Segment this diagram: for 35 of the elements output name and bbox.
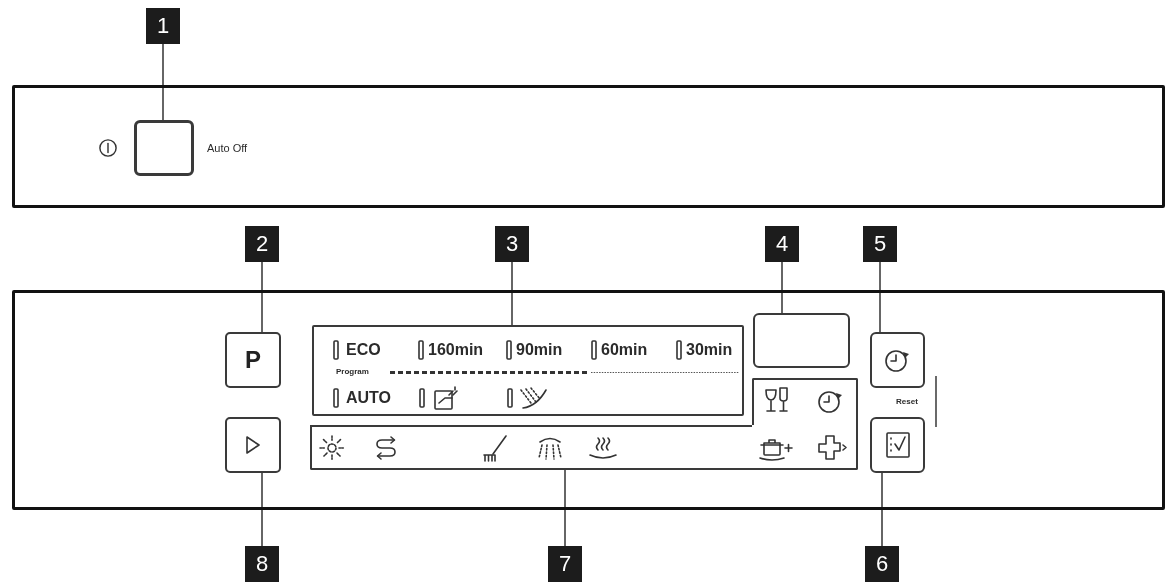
display-screen: [753, 313, 850, 368]
program-name: ECO: [346, 340, 381, 360]
leader-line: [879, 261, 881, 333]
callout-number: 6: [865, 546, 899, 582]
leader-line: [881, 472, 883, 547]
play-button: [225, 417, 281, 473]
indicator-strip: [310, 425, 858, 470]
leader-line: [781, 261, 783, 314]
auto-off-label: Auto Off: [207, 141, 248, 155]
callout-number: 3: [495, 226, 529, 262]
reset-label: Reset: [896, 397, 918, 407]
clock-button: [870, 332, 925, 388]
callout-number: 5: [863, 226, 897, 262]
power-button: [134, 120, 194, 176]
program-name: 90min: [516, 340, 563, 360]
leader-line: [162, 43, 164, 121]
callout-number: 7: [548, 546, 582, 582]
leader-line: [261, 261, 263, 333]
progress-label: Program: [336, 367, 369, 377]
program-button: P: [225, 332, 281, 388]
control-panel: [12, 85, 1165, 208]
callout-number: 8: [245, 546, 279, 582]
callout-number: 4: [765, 226, 799, 262]
program-name: 60min: [601, 340, 648, 360]
program-display: [312, 325, 744, 416]
leader-line: [511, 261, 513, 326]
program-name: 160min: [428, 340, 484, 360]
callout-number: 1: [146, 8, 180, 44]
callout-number: 2: [245, 226, 279, 262]
program-name: AUTO: [346, 388, 392, 408]
program-name: 30min: [686, 340, 733, 360]
control-panel: [12, 290, 1165, 510]
check-button: [870, 417, 925, 473]
leader-line: [261, 472, 263, 547]
leader-line: [564, 469, 566, 547]
